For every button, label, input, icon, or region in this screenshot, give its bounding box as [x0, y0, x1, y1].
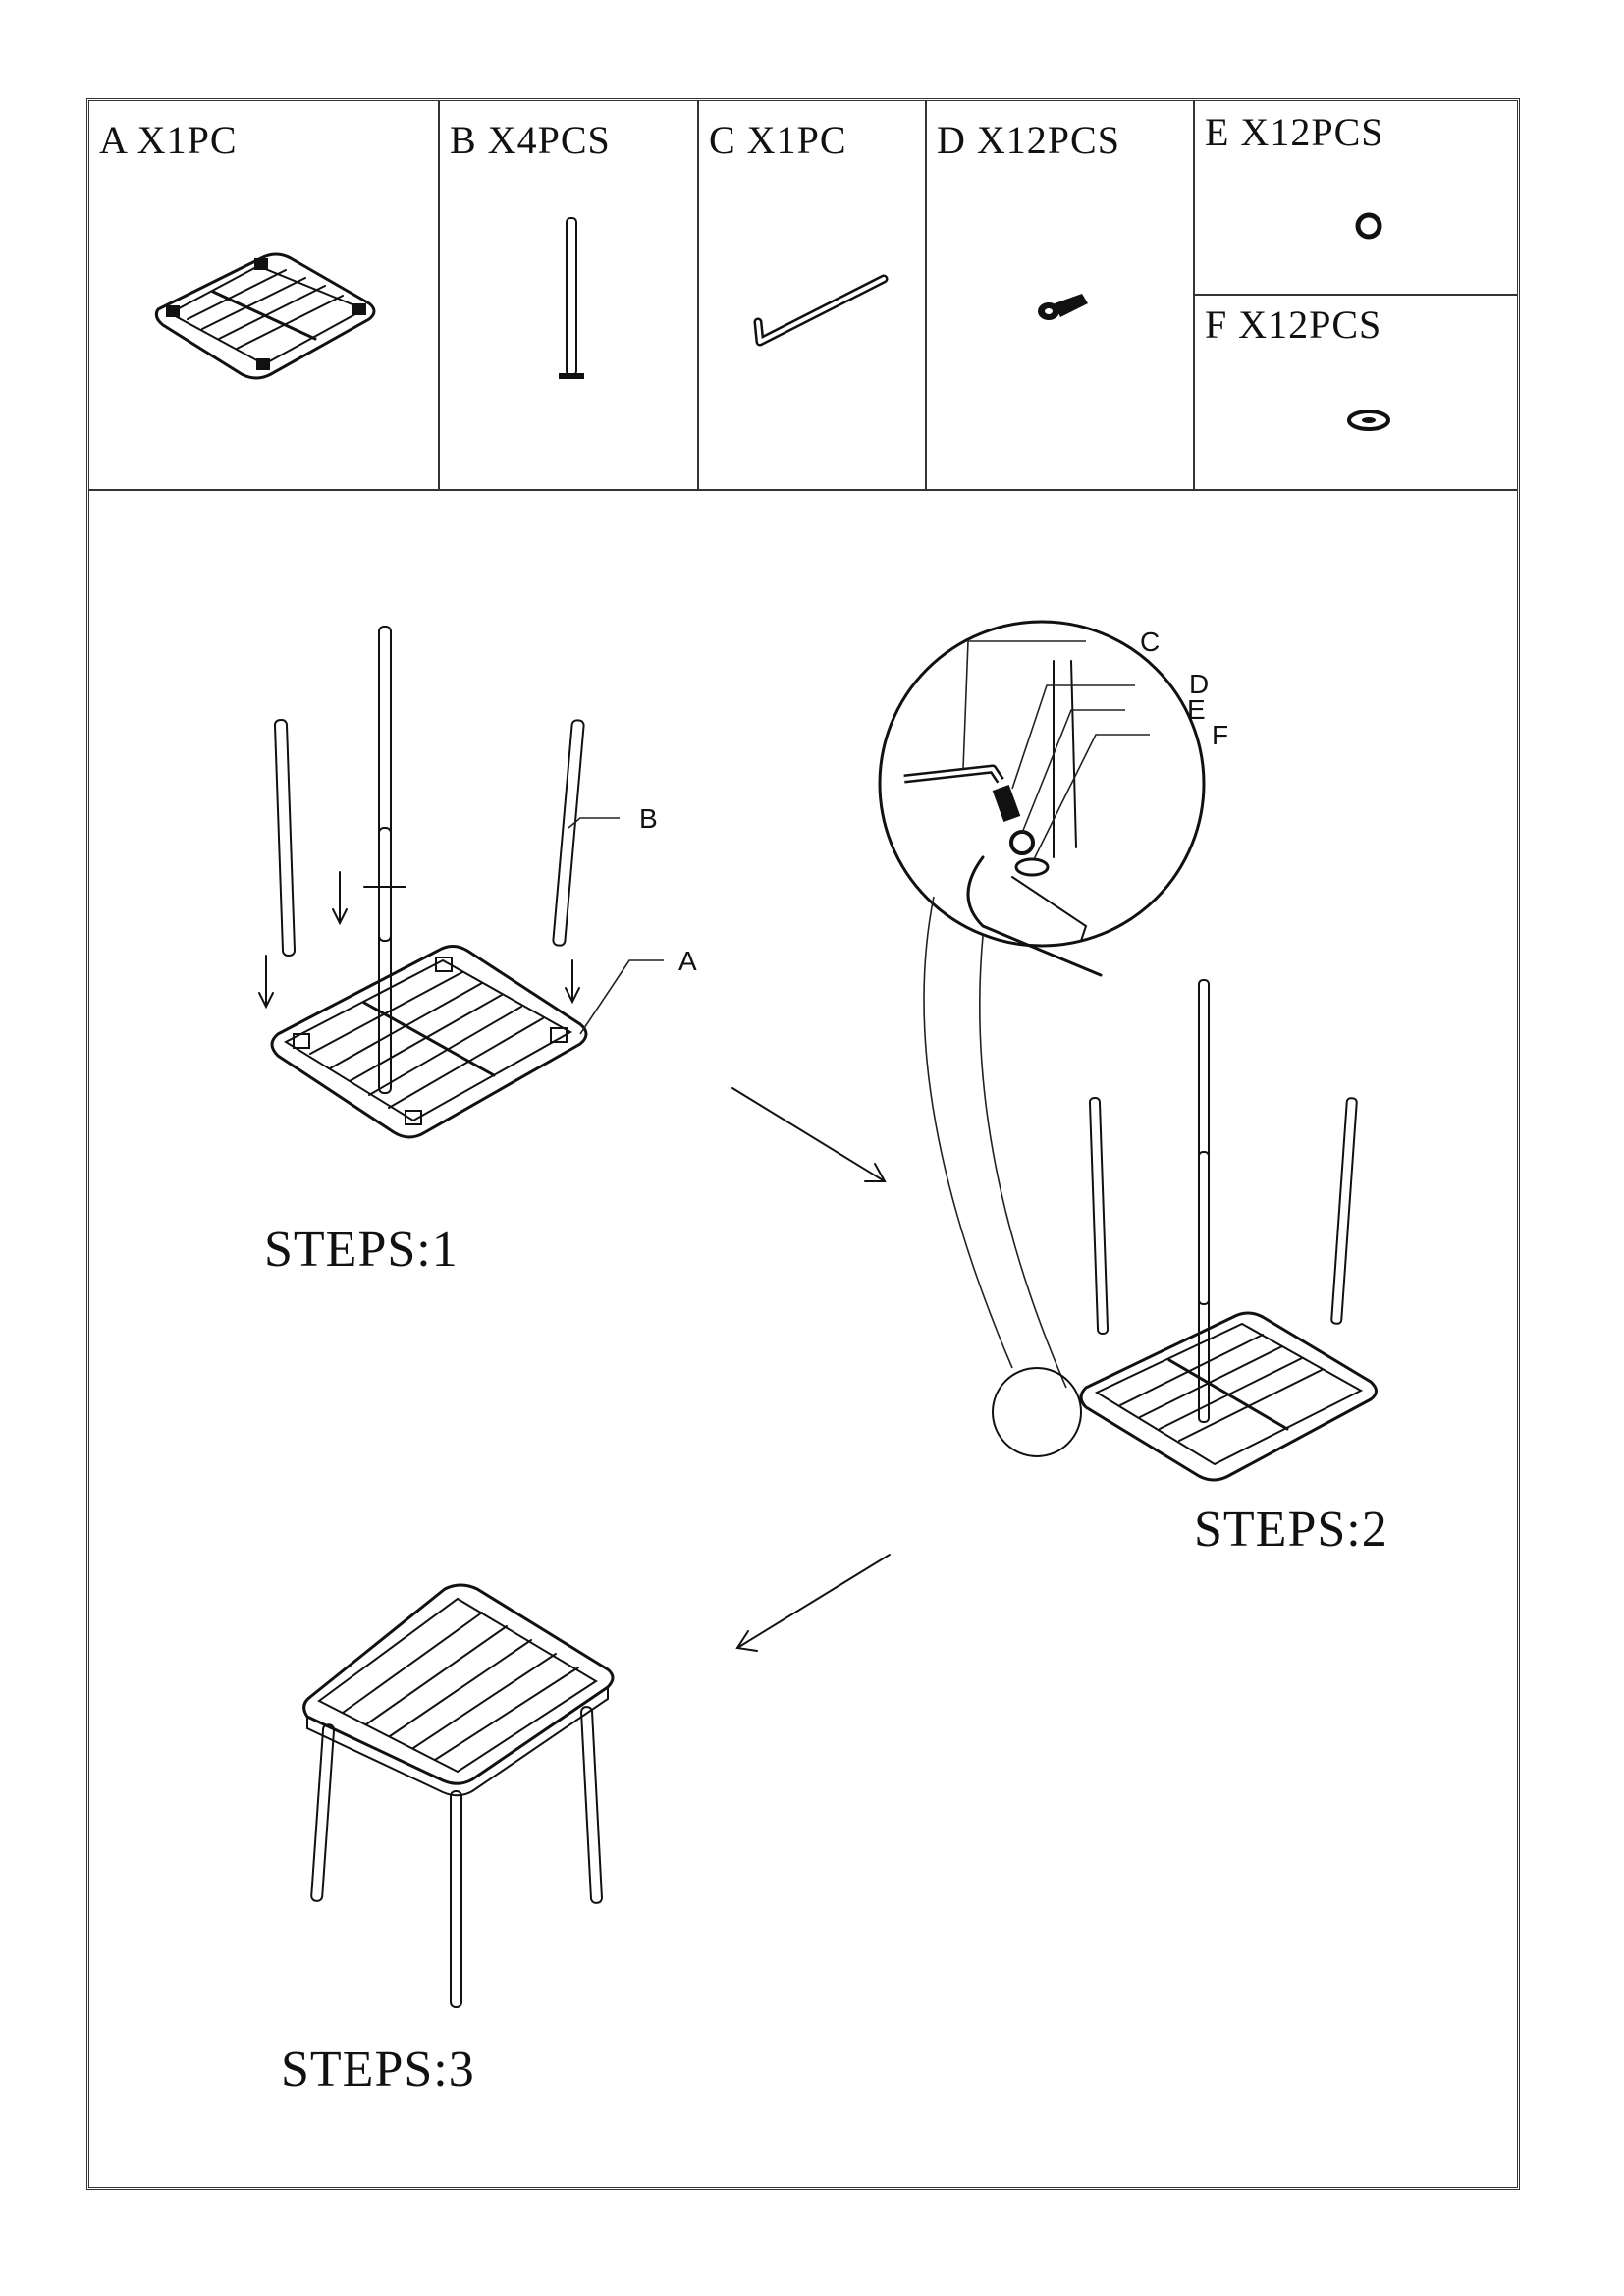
tabletop-icon [154, 252, 376, 380]
arrow-to-step-3 [735, 1554, 891, 1652]
callout-c: C [1140, 627, 1161, 657]
callout-b: B [639, 803, 658, 834]
spring-washer-icon [1355, 212, 1382, 240]
step-2-diagram [878, 620, 1378, 1482]
part-cell-f: F X12PCS [1195, 296, 1517, 489]
bolt-icon [1038, 294, 1088, 320]
part-label-c: C X1PC [709, 118, 847, 162]
step-3-label: STEPS:3 [281, 2042, 475, 2098]
callout-e: E [1187, 694, 1206, 725]
part-cell-e: E X12PCS [1195, 101, 1517, 296]
callout-d: D [1189, 669, 1210, 699]
callout-f: F [1212, 720, 1229, 750]
part-label-b: B X4PCS [450, 118, 611, 162]
step-3-diagram [302, 1583, 615, 2008]
part-cell-c: C X1PC [699, 101, 927, 489]
allen-key-icon [753, 274, 889, 347]
part-label-e: E X12PCS [1205, 110, 1384, 154]
part-label-d: D X12PCS [937, 118, 1120, 162]
parts-table: A X1PC B X4PCS [89, 101, 1517, 491]
step-2-label: STEPS:2 [1194, 1502, 1388, 1558]
part-cell-a: A X1PC [89, 101, 440, 489]
leg-icon [559, 217, 584, 379]
instruction-sheet: A X1PC B X4PCS [86, 98, 1520, 2190]
step-1-label: STEPS:1 [264, 1222, 459, 1278]
callout-a: A [678, 946, 697, 976]
part-cell-d: D X12PCS [927, 101, 1195, 489]
flat-washer-icon [1347, 410, 1390, 431]
step-1-diagram [258, 626, 664, 1139]
part-label-f: F X12PCS [1205, 302, 1382, 347]
part-label-a: A X1PC [99, 118, 238, 162]
part-cell-b: B X4PCS [440, 101, 699, 489]
part-cell-e-f: E X12PCS F X12PCS [1195, 101, 1517, 489]
arrow-to-step-2 [731, 1087, 887, 1182]
